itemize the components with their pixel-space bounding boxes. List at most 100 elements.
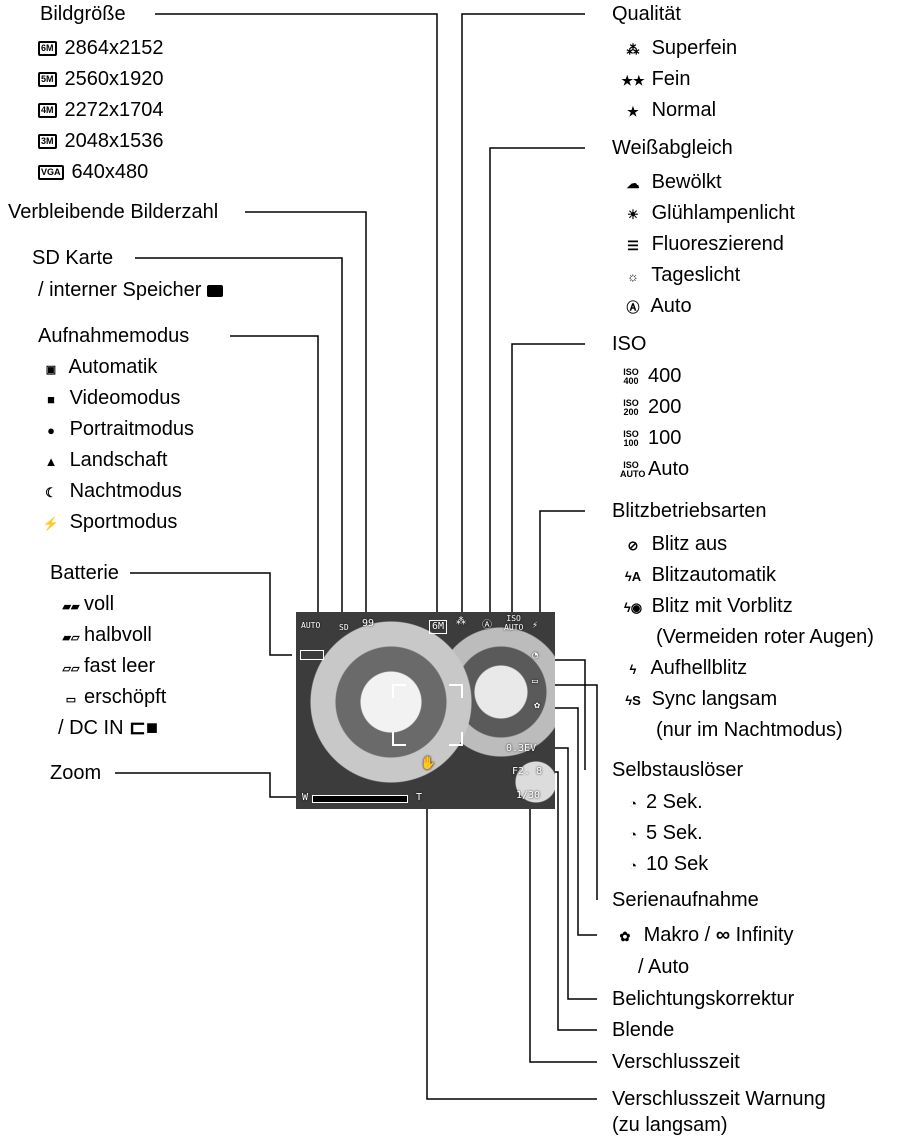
mode-item: ● Portraitmodus xyxy=(38,417,194,443)
night-icon: ☾ xyxy=(45,485,57,500)
osd-aperture-value: F2. 8 xyxy=(512,766,543,777)
timer-item: ◔10 Sek xyxy=(620,852,708,878)
osd-macro-icon: ✿ xyxy=(534,700,541,711)
plug-icon: ⊏■ xyxy=(129,717,158,739)
bildgroesse-title: Bildgröße xyxy=(40,3,126,25)
iso-title: ISO xyxy=(612,333,647,355)
battery-item: ▰▰voll xyxy=(58,592,114,619)
af-bracket-tr xyxy=(449,684,463,698)
timer-2s-icon: ◔ xyxy=(629,796,637,811)
daylight-icon: ☼ xyxy=(627,269,639,284)
flash-slow-sync-icon: ϟS xyxy=(625,693,641,708)
interner-speicher-label: / interner Speicher xyxy=(38,278,223,302)
wb-item: Ⓐ Auto xyxy=(620,294,691,320)
osd-zoom-t: T xyxy=(416,792,423,803)
selbstausloeser-title: Selbstauslöser xyxy=(612,759,744,781)
dc-in-item: / DC IN ⊏■ xyxy=(58,717,158,739)
camera-icon xyxy=(206,284,223,297)
quality-item: ★ Normal xyxy=(620,98,716,124)
cloudy-icon: ☁ xyxy=(626,176,640,191)
mode-item: ☾ Nachtmodus xyxy=(38,479,182,505)
osd-flash-icon: ⚡ xyxy=(532,620,539,631)
superfine-icon: ⁂ xyxy=(626,42,640,57)
flash-item: ϟ Aufhellblitz xyxy=(620,656,748,682)
osd-auto-mode-icon: AUTO xyxy=(301,621,321,630)
wb-item: ☼ Tageslicht xyxy=(620,263,740,289)
infinity-icon: ∞ xyxy=(715,924,731,946)
size-4m-icon: 4M xyxy=(38,103,57,119)
osd-wb-auto-icon: Ⓐ xyxy=(482,620,492,631)
osd-shutter-value: 1/30 xyxy=(516,790,541,801)
video-icon: ■ xyxy=(47,392,55,407)
flash-item-note: (nur im Nachtmodus) xyxy=(656,719,843,741)
sd-karte-label: SD Karte xyxy=(32,247,114,269)
size-6m-icon: 6M xyxy=(38,41,57,57)
serienaufnahme-label: Serienaufnahme xyxy=(612,889,759,911)
osd-shake-warning-icon: ✋ xyxy=(420,756,437,771)
battery-item: ▭erschöpft xyxy=(58,685,166,712)
quality-item: ⁂ Superfein xyxy=(620,36,738,62)
size-vga-icon: VGA xyxy=(38,165,64,181)
osd-sd-icon: SD xyxy=(339,623,349,632)
osd-zoom-w: W xyxy=(302,792,309,803)
battery-half-icon: ▰▱ xyxy=(62,632,80,644)
timer-item: ◔5 Sek. xyxy=(620,821,703,847)
af-bracket-tl xyxy=(392,684,406,698)
size-5m-icon: 5M xyxy=(38,72,57,88)
verschlusszeit-label: Verschlusszeit xyxy=(612,1051,740,1073)
osd-quality-icon: ⁂ xyxy=(456,616,466,627)
osd-battery-icon xyxy=(300,650,324,660)
camera-auto-icon: ▣ xyxy=(45,364,57,376)
aufnahmemodus-title: Aufnahmemodus xyxy=(38,325,190,347)
size-3m-icon: 3M xyxy=(38,134,57,150)
timer-5s-icon: ◔ xyxy=(629,827,637,842)
osd-ev-value: 0.3EV xyxy=(506,743,537,754)
blende-label: Blende xyxy=(612,1019,675,1041)
flash-auto-icon: ϟA xyxy=(624,569,642,584)
fluorescent-icon: ☰ xyxy=(627,238,639,253)
warnung-label: Verschlusszeit Warnung xyxy=(612,1088,826,1110)
flash-item-note: (Vermeiden roter Augen) xyxy=(656,626,874,648)
flash-redeye-icon: ϟ◉ xyxy=(623,600,643,615)
wb-item: ☁ Bewölkt xyxy=(620,170,722,196)
belichtung-label: Belichtungskorrektur xyxy=(612,988,795,1010)
battery-item: ▰▱halbvoll xyxy=(58,623,152,650)
mode-item: ■ Videomodus xyxy=(38,386,180,412)
battery-full-icon: ▰▰ xyxy=(62,601,80,613)
mode-item: ▣ Automatik xyxy=(38,355,158,382)
fine-icon: ★★ xyxy=(621,73,645,88)
portrait-icon: ● xyxy=(47,423,55,438)
mode-item: ▲ Landschaft xyxy=(38,448,168,474)
batterie-title: Batterie xyxy=(50,562,119,584)
battery-low-icon: ▱▱ xyxy=(62,663,80,675)
flash-item: ⊘ Blitz aus xyxy=(620,532,728,558)
mode-item: ⚡ Sportmodus xyxy=(38,510,178,536)
auto-focus-label: / Auto xyxy=(638,956,690,978)
macro-icon: ✿ xyxy=(619,929,631,944)
timer-10s-icon: ◔ xyxy=(629,858,637,873)
qualitaet-title: Qualität xyxy=(612,3,681,25)
quality-item: ★★ Fein xyxy=(620,67,690,93)
af-bracket-br xyxy=(449,732,463,746)
flash-item: ϟ◉ Blitz mit Vorblitz xyxy=(620,594,793,620)
sport-icon: ⚡ xyxy=(42,516,60,531)
flash-item: ϟS Sync langsam xyxy=(620,687,777,713)
flash-fill-icon: ϟ xyxy=(629,662,637,677)
blitz-title: Blitzbetriebsarten xyxy=(612,500,767,522)
battery-empty-icon: ▭ xyxy=(65,694,77,706)
wb-item: ☀ Glühlampenlicht xyxy=(620,201,795,227)
wb-auto-icon: Ⓐ xyxy=(626,300,640,315)
verbleibende-label: Verbleibende Bilderzahl xyxy=(8,201,219,223)
